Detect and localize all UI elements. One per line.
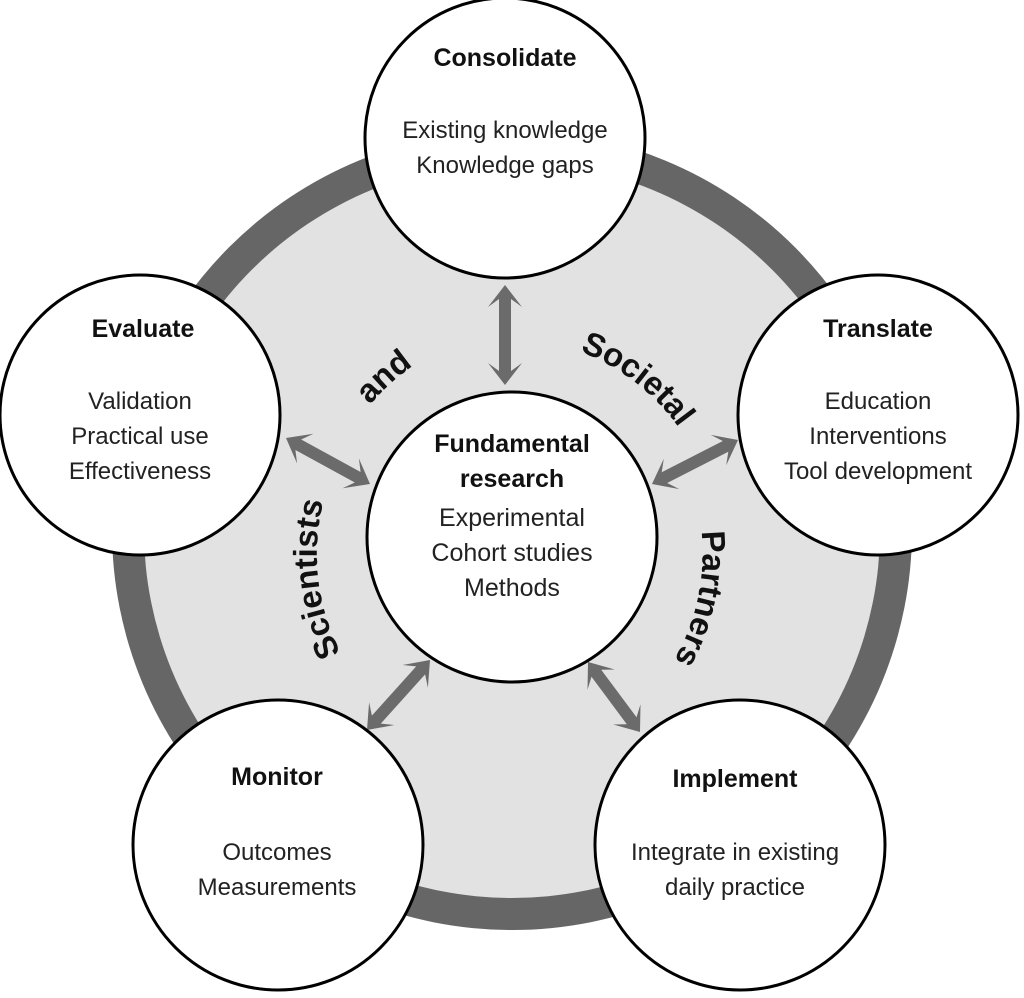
node-item: Integrate in existing — [631, 839, 839, 866]
center-item: Experimental — [439, 504, 585, 532]
arrow-consolidate-bidirectional-icon — [488, 285, 522, 385]
center-node-fundamental-research: Fundamental research Experimental Cohort… — [365, 390, 659, 684]
node-item: Existing knowledge — [402, 117, 607, 144]
node-title: Monitor — [231, 763, 323, 791]
node-title: Evaluate — [92, 315, 195, 343]
node-circle — [736, 273, 1020, 557]
node-item: Outcomes — [222, 839, 331, 866]
center-title-line-2: research — [460, 465, 564, 493]
node-circle — [131, 698, 425, 992]
node-title: Translate — [823, 315, 933, 343]
node-circle — [593, 698, 887, 992]
arrow-implement-bidirectional-icon — [587, 662, 641, 732]
arrow-monitor-bidirectional-icon — [367, 660, 430, 730]
center-circle — [365, 390, 659, 684]
node-circle — [0, 273, 282, 557]
node-circle — [363, 0, 647, 280]
arrow-evaluate-bidirectional-icon — [286, 433, 370, 489]
node-title: Implement — [672, 765, 798, 793]
node-item: Validation — [88, 388, 192, 415]
center-title-line-1: Fundamental — [434, 430, 590, 458]
center-item: Cohort studies — [431, 539, 592, 567]
node-item: Measurements — [198, 874, 357, 901]
connection-arrows — [286, 285, 738, 732]
node-item: Practical use — [71, 423, 208, 450]
node-evaluate: Evaluate Validation Practical use Effect… — [0, 273, 282, 557]
node-item: Knowledge gaps — [416, 152, 593, 179]
node-item: Interventions — [809, 423, 946, 450]
node-implement: Implement Integrate in existing daily pr… — [593, 698, 887, 992]
node-title: Consolidate — [433, 44, 576, 72]
node-item: Effectiveness — [69, 458, 211, 485]
node-consolidate: Consolidate Existing knowledge Knowledge… — [363, 0, 647, 280]
arrow-translate-bidirectional-icon — [652, 434, 738, 490]
center-item: Methods — [464, 574, 560, 602]
node-item: Education — [825, 388, 932, 415]
node-monitor: Monitor Outcomes Measurements — [131, 698, 425, 992]
node-item: Tool development — [784, 458, 972, 485]
node-item: daily practice — [665, 874, 805, 901]
node-translate: Translate Education Interventions Tool d… — [736, 273, 1020, 557]
